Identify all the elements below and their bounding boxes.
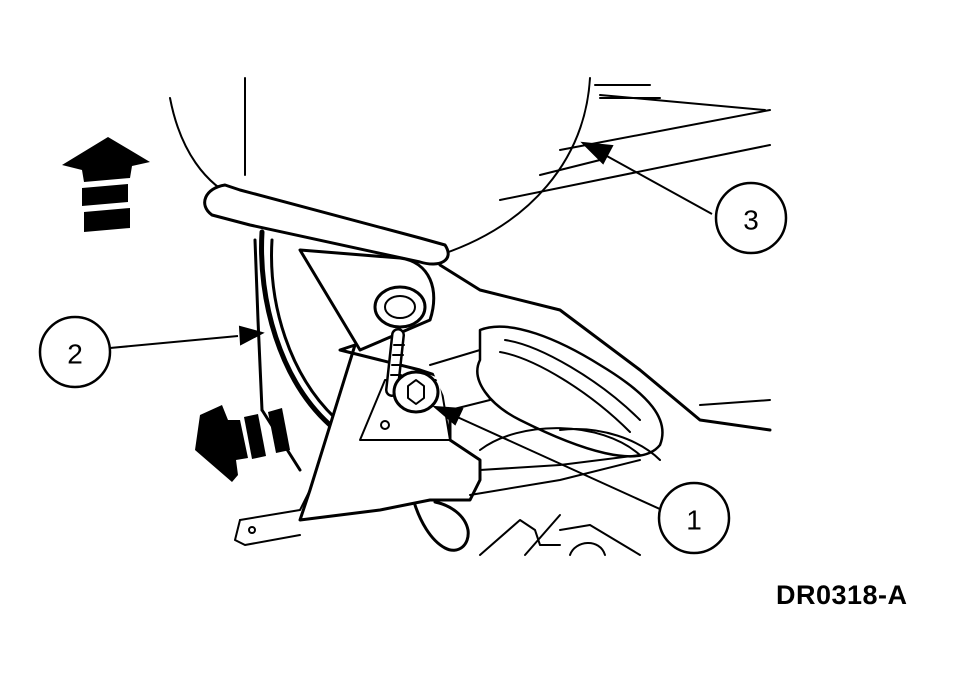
seat-frame-rail [438,263,772,496]
bushing [373,285,427,329]
seat-edge-trim [203,183,450,266]
callout-3-label: 3 [743,205,759,236]
side-shield [253,229,337,472]
direction-arrow-up [62,137,150,232]
callout-2: 2 [38,315,112,389]
lower-bracket-tabs [234,489,641,556]
direction-arrow-left [195,405,290,482]
leader-lines [109,141,713,511]
callout-3: 3 [714,181,788,255]
callout-1-label: 1 [686,505,702,536]
callout-1: 1 [657,481,731,555]
figure-code: DR0318-A [776,580,908,610]
callout-2-label: 2 [67,339,83,370]
bolt [385,328,440,414]
